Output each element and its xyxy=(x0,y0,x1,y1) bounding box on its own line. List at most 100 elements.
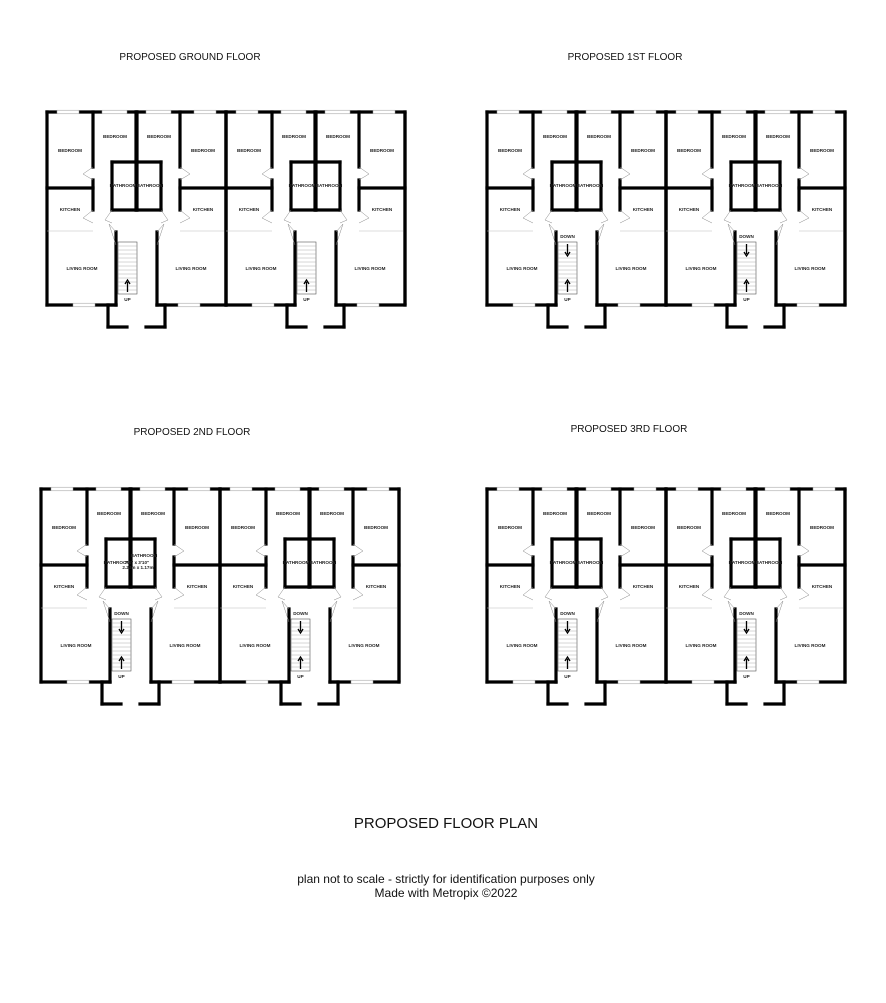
door-swing xyxy=(156,223,165,246)
up-arrow-icon xyxy=(118,655,125,669)
stairs-up-label: UP xyxy=(743,297,749,302)
window xyxy=(318,486,345,492)
door-swing xyxy=(701,586,713,601)
room-label: KITCHEN xyxy=(187,584,208,589)
room-label: KITCHEN xyxy=(679,584,700,589)
door-swing xyxy=(701,209,713,224)
room-label: LIVING ROOM xyxy=(170,643,201,648)
window xyxy=(66,679,90,685)
room-label: KITCHEN xyxy=(812,207,833,212)
room-label: BATHROOM xyxy=(110,183,137,188)
window xyxy=(350,679,374,685)
room-label: KITCHEN xyxy=(239,207,260,212)
door-swing xyxy=(600,209,609,224)
door-swing xyxy=(173,543,185,558)
up-arrow-icon xyxy=(564,655,571,669)
floor-title: PROPOSED GROUND FLOOR xyxy=(119,52,260,63)
up-arrow-icon xyxy=(124,278,131,292)
door-swing xyxy=(82,209,94,224)
stairs-down-label: DOWN xyxy=(739,234,754,239)
room-label: KITCHEN xyxy=(679,207,700,212)
stairs-up-label: UP xyxy=(564,297,570,302)
door-swing xyxy=(154,586,163,601)
window xyxy=(691,302,715,308)
door-swing xyxy=(727,223,736,246)
door-swing xyxy=(619,166,631,181)
door-swing xyxy=(798,586,810,601)
room-label: KITCHEN xyxy=(372,207,393,212)
window xyxy=(245,679,269,685)
stairs-up-label: UP xyxy=(118,674,124,679)
window xyxy=(675,486,699,492)
door-swing xyxy=(619,586,631,601)
room-label: BEDROOM xyxy=(722,511,746,516)
room-label: KITCHEN xyxy=(60,207,81,212)
staircase xyxy=(117,241,138,295)
room-label: BEDROOM xyxy=(631,525,655,530)
window xyxy=(812,486,836,492)
room-dimension: 2.23m x 1.17m xyxy=(122,565,153,570)
room-label: KITCHEN xyxy=(193,207,214,212)
down-arrow-icon xyxy=(564,244,571,258)
stairs-up-label: UP xyxy=(297,674,303,679)
window xyxy=(177,302,201,308)
room-label: BEDROOM xyxy=(276,511,300,516)
room-label: BATHROOM xyxy=(577,560,604,565)
room-label: KITCHEN xyxy=(366,584,387,589)
window xyxy=(812,109,836,115)
room-label: BEDROOM xyxy=(766,511,790,516)
window xyxy=(187,486,211,492)
room-label: BATHROOM xyxy=(289,183,316,188)
window xyxy=(585,109,612,115)
room-label: BATHROOM xyxy=(310,560,337,565)
door-swing xyxy=(255,586,267,601)
room-label: LIVING ROOM xyxy=(507,266,538,271)
room-label: BEDROOM xyxy=(498,525,522,530)
room-label: BEDROOM xyxy=(498,148,522,153)
room-label: LIVING ROOM xyxy=(686,266,717,271)
door-swing xyxy=(544,209,553,224)
room-dimension: 7'4" x 3'10" xyxy=(125,560,149,565)
room-label: BEDROOM xyxy=(364,525,388,530)
room-label: BATHROOM xyxy=(137,183,164,188)
window xyxy=(171,679,195,685)
room-label: BATHROOM xyxy=(577,183,604,188)
stairs-up-label: UP xyxy=(743,674,749,679)
window xyxy=(366,486,390,492)
main-title: PROPOSED FLOOR PLAN xyxy=(354,815,538,832)
up-arrow-icon xyxy=(564,278,571,292)
down-arrow-icon xyxy=(118,621,125,635)
down-arrow-icon xyxy=(743,244,750,258)
room-label: LIVING ROOM xyxy=(616,643,647,648)
staircase xyxy=(296,241,317,295)
window xyxy=(541,109,568,115)
room-label: KITCHEN xyxy=(233,584,254,589)
door-swing xyxy=(281,600,290,623)
window xyxy=(512,302,536,308)
staircase xyxy=(111,618,132,672)
door-swing xyxy=(104,209,113,224)
window xyxy=(764,109,791,115)
window xyxy=(633,109,657,115)
stairs-down-label: DOWN xyxy=(739,611,754,616)
window xyxy=(617,302,641,308)
door-swing xyxy=(798,543,810,558)
window xyxy=(496,109,520,115)
window xyxy=(796,302,820,308)
window xyxy=(72,302,96,308)
window xyxy=(324,109,351,115)
room-label: BEDROOM xyxy=(320,511,344,516)
door-swing xyxy=(723,209,732,224)
stairs-down-label: DOWN xyxy=(293,611,308,616)
door-swing xyxy=(173,586,185,601)
door-swing xyxy=(522,543,534,558)
window xyxy=(617,679,641,685)
window xyxy=(720,486,747,492)
door-swing xyxy=(287,223,296,246)
window xyxy=(145,109,172,115)
room-label: LIVING ROOM xyxy=(795,266,826,271)
